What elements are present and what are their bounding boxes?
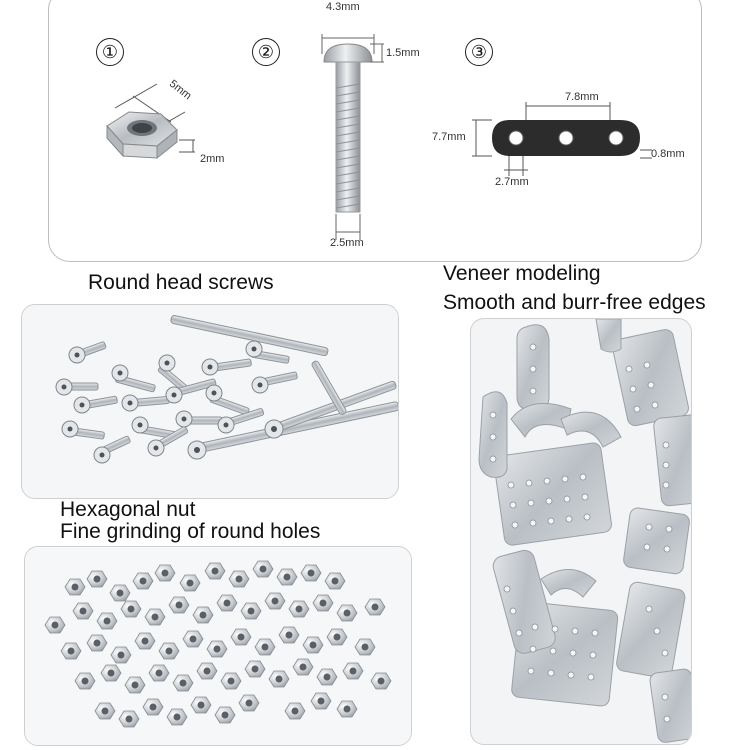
caption-hexagonal-nut: Hexagonal nut [60,498,196,521]
screw-head-width-label: 4.3mm [326,1,360,13]
veneer-photo [470,318,692,745]
strip-diagram [472,102,652,176]
screw-shaft-label: 2.5mm [330,237,364,249]
item-number-2: ② [252,38,280,66]
caption-round-head-screws: Round head screws [88,271,274,294]
screws-photo [21,304,399,499]
strip-width-label: 7.7mm [432,131,466,143]
item-number-3: ③ [465,38,493,66]
screws-pile-illustration [22,305,398,498]
screw-head-height-bracket [370,43,384,63]
strip-thickness-label: 0.8mm [651,148,685,160]
nut-height-label: 2mm [200,153,225,165]
caption-veneer-modeling: Veneer modeling [443,262,601,285]
strip-hole-label: 2.7mm [495,176,529,188]
veneer-plates-illustration [478,319,691,743]
nuts-photo [24,546,412,746]
nuts-pile-illustration [25,547,411,745]
screw-head-height-label: 1.5mm [386,47,420,59]
item-number-1: ① [96,38,124,66]
caption-fine-grinding: Fine grinding of round holes [60,520,321,543]
screw-diagram [321,34,375,240]
strip-hole-spacing-label: 7.8mm [565,91,599,103]
caption-smooth-edges: Smooth and burr-free edges [443,291,706,314]
nut-diagram [106,83,195,160]
